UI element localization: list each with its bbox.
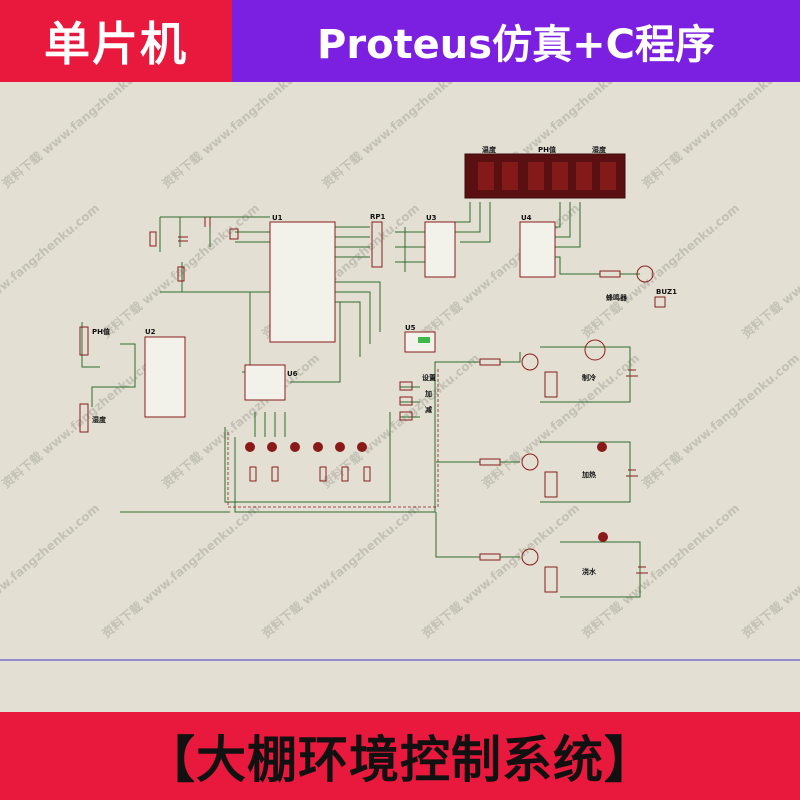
- rv2-label: 湿度: [92, 415, 107, 424]
- relay-label-heat: 加热: [581, 470, 596, 479]
- u2-label: U2: [145, 328, 156, 336]
- circuit-schematic: U1 U2 U3 U4 U5 U6 RP1 BUZ1 温度 PH值 湿度 PH值…: [0, 145, 800, 661]
- rp1-label: RP1: [370, 213, 386, 221]
- u1-label: U1: [272, 214, 283, 222]
- u6-label: U6: [287, 370, 298, 378]
- display-label-humidity: 湿度: [592, 145, 607, 154]
- u4-label: U4: [521, 214, 532, 222]
- key-label-minus: 减: [425, 405, 432, 414]
- display-label-ph: PH值: [538, 145, 556, 154]
- buzzer-id-label: BUZ1: [656, 288, 677, 296]
- display-label-temp: 温度: [482, 145, 497, 154]
- header-tag: 单片机: [0, 0, 232, 82]
- footer-banner: 【大棚环境控制系统】: [0, 712, 800, 800]
- header-tool-title: Proteus仿真+C程序: [232, 0, 800, 82]
- key-label-plus: 加: [424, 389, 432, 398]
- rv1-label: PH值: [92, 327, 110, 336]
- leds: [245, 442, 608, 542]
- project-title: 【大棚环境控制系统】: [145, 731, 655, 789]
- relay-label-water: 浇水: [582, 567, 597, 576]
- u5-label: U5: [405, 324, 416, 332]
- buzzer-label: 蜂鸣器: [606, 293, 628, 302]
- relay-label-cool: 制冷: [582, 373, 596, 382]
- key-label-set: 设置: [422, 373, 436, 382]
- wires: [81, 202, 641, 598]
- u3-label: U3: [426, 214, 437, 222]
- seven-seg-digits: [478, 162, 616, 190]
